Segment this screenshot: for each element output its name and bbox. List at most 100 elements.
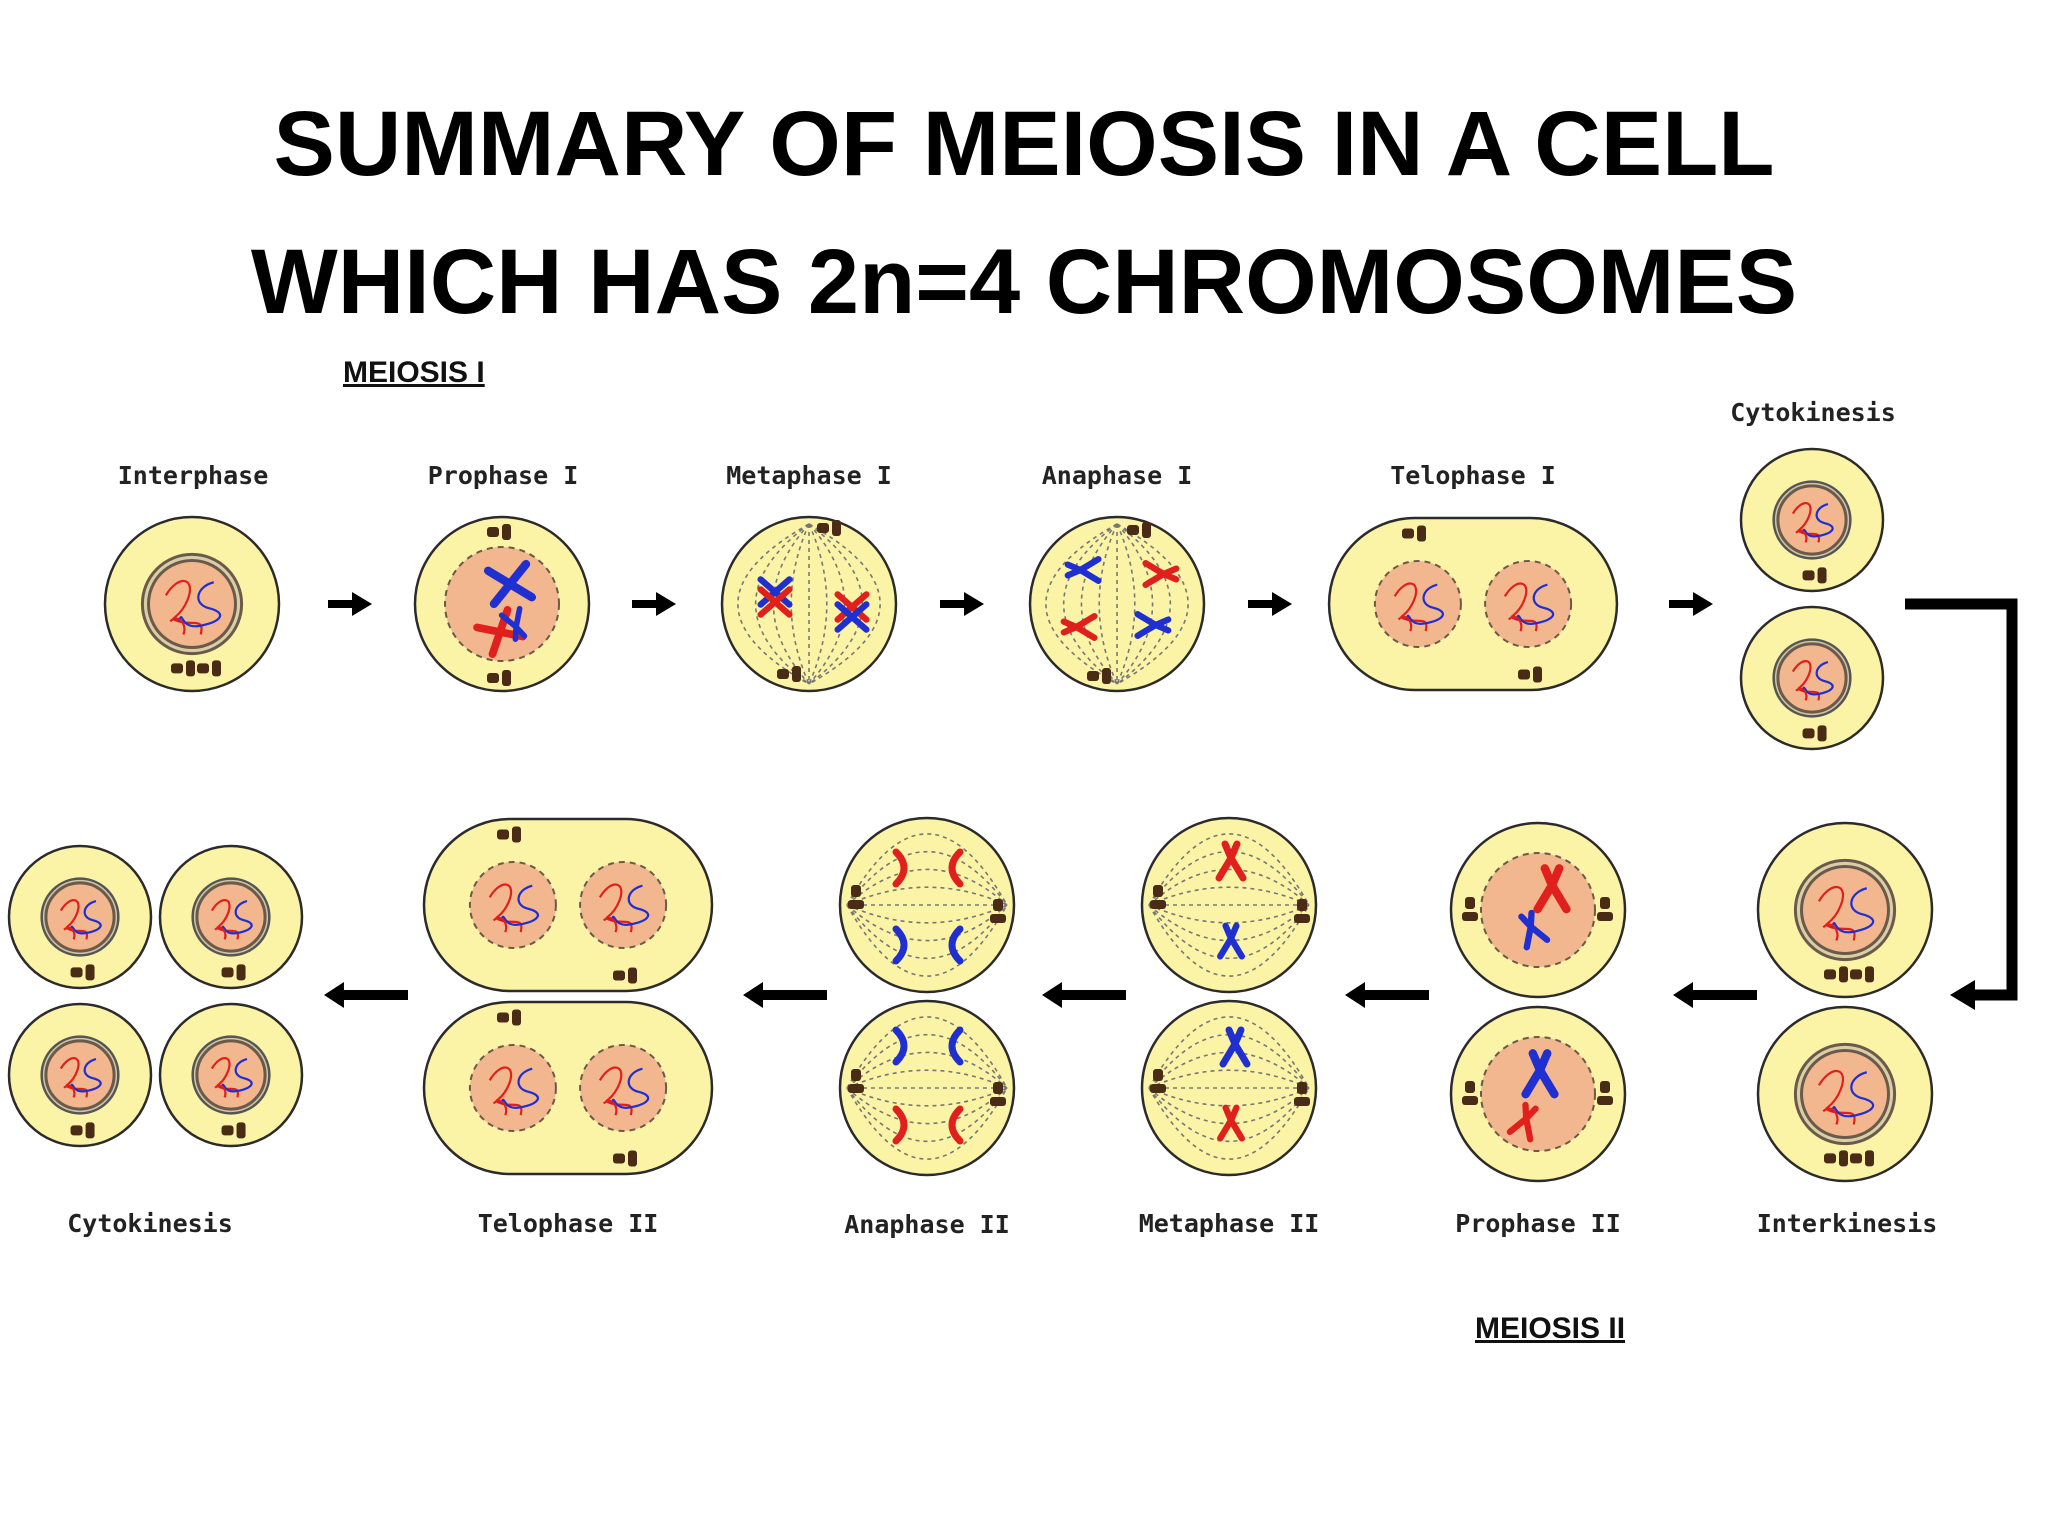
spindle-fiber (1148, 904, 1310, 977)
nucleus (579, 1044, 668, 1132)
centriole-pair (1802, 725, 1827, 742)
chromatin (1393, 582, 1444, 632)
page-title: SUMMARY OF MEIOSIS IN A CELL WHICH HAS 2… (0, 75, 2048, 351)
stage-label-metaphase-2: Metaphase II (1138, 1209, 1320, 1238)
centriole-pair (171, 660, 195, 677)
chromatin-strand (59, 899, 89, 940)
centriole (1402, 528, 1414, 539)
spindle-fiber (846, 904, 1008, 942)
cell-anaphase-1 (1028, 515, 1206, 693)
chromosome (834, 601, 870, 633)
centriole-pair (848, 1069, 864, 1093)
nucleus (1480, 1036, 1596, 1152)
cell-cytokinesis-2-b (158, 844, 304, 990)
centriole (993, 899, 1003, 911)
nucleus (468, 1044, 557, 1132)
spindle-fiber (754, 523, 810, 685)
spindle-fiber (846, 1069, 1008, 1089)
arrow-anaphase-2-to-telophase-2 (743, 982, 827, 1008)
centriole-pair (1597, 897, 1613, 921)
chromatin-strand (210, 899, 240, 940)
chromatin-strand (1801, 502, 1834, 538)
chromosome (948, 1026, 964, 1066)
cell-membrane (1327, 516, 1619, 692)
chromatin (1791, 660, 1834, 701)
chromatin-strand (69, 899, 102, 935)
chromatin-strand (214, 1084, 227, 1098)
nucleus (1484, 560, 1573, 648)
chromosome (1506, 1101, 1539, 1143)
spindle-fiber (846, 850, 1008, 906)
nucleus (147, 559, 237, 649)
arrow-head (324, 982, 344, 1008)
chromosome-arm (757, 576, 793, 608)
chromatin (1817, 885, 1875, 941)
chromatin (488, 1066, 539, 1116)
chromosome (1064, 556, 1102, 584)
chromosome (1518, 909, 1551, 951)
spindle-fiber (1098, 523, 1118, 685)
centriole (212, 660, 221, 677)
arrow-shaft (328, 600, 358, 608)
arrow-head (352, 592, 372, 616)
spindle-fiber (808, 523, 881, 685)
centriole (1518, 669, 1530, 680)
chromosome (834, 591, 870, 623)
chromatin (598, 883, 650, 933)
chromatin-strand (1507, 615, 1523, 632)
centriole (1850, 969, 1862, 980)
centriole (1087, 671, 1099, 681)
centriole (85, 964, 95, 981)
centriole-pair (777, 666, 801, 682)
chromosome-arm (1217, 1104, 1245, 1142)
nucleus (195, 881, 267, 953)
arrow-head (964, 592, 984, 616)
centriole-pair (1294, 1082, 1310, 1106)
chromatin-strand (1795, 687, 1808, 701)
cell-anaphase-2-top (838, 816, 1016, 994)
cell-membrane (422, 1000, 714, 1176)
connector-bracket (1905, 598, 2018, 1010)
centriole (1597, 1096, 1613, 1105)
chromatin (210, 899, 253, 940)
centriole-pair (70, 964, 95, 981)
chromatin-strand (1393, 582, 1428, 632)
chromatin-strand (598, 1066, 633, 1116)
chromosome-arm (498, 605, 528, 642)
centriole (1153, 1069, 1163, 1081)
spindle-fiber (1148, 904, 1310, 924)
chromosome (1215, 840, 1247, 882)
stage-label-prophase-2: Prophase II (1455, 1209, 1621, 1238)
chromatin-strand (1791, 660, 1821, 701)
centriole (236, 1122, 246, 1139)
chromatin (59, 899, 102, 940)
centriole (70, 1125, 83, 1136)
chromatin-strand (500, 1067, 539, 1109)
centriole (1102, 668, 1111, 684)
cell-metaphase-1 (720, 515, 898, 693)
arrow-metaphase-2-to-anaphase-2 (1042, 982, 1126, 1008)
centriole-pair (487, 670, 511, 686)
arrow-head (743, 982, 763, 1008)
chromosome-arm (892, 1105, 908, 1145)
arrow-interkinesis-to-prophase-2 (1673, 982, 1757, 1008)
chromatin-strand (1397, 615, 1413, 632)
arrow-shaft (761, 990, 827, 1000)
spindle-fiber (1148, 1087, 1310, 1160)
chromatin-strand (488, 1066, 523, 1116)
chromosome-arm (1518, 909, 1551, 951)
chromosome (1521, 1049, 1559, 1099)
chromosome-arm (483, 559, 537, 609)
cell-cytokinesis-1-top (1739, 447, 1885, 593)
spindle-fiber (1148, 1069, 1310, 1089)
spindle-fiber (1148, 904, 1310, 960)
centriole (1294, 914, 1310, 923)
chromosome (892, 1105, 908, 1145)
centriole (613, 1153, 625, 1164)
centriole (1817, 567, 1827, 584)
cell-cytokinesis-1-bottom (1739, 605, 1885, 751)
chromatin (1503, 582, 1555, 632)
spindle-fiber (1080, 523, 1118, 685)
nucleus (444, 546, 560, 662)
nucleus (1800, 865, 1890, 955)
